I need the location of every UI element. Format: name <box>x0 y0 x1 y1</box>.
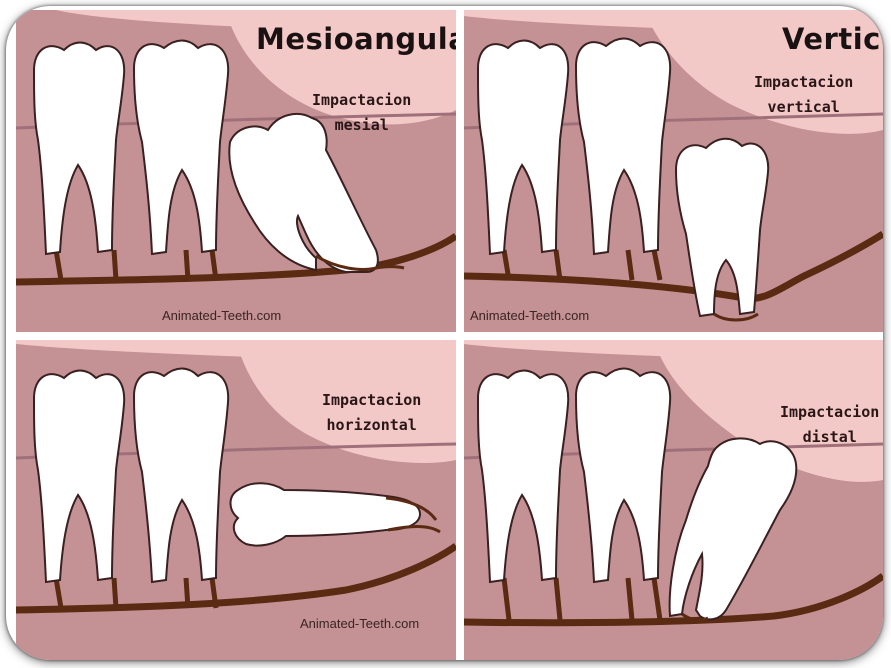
watermark: Animated-Teeth.com <box>300 616 419 631</box>
impaction-label-distal: Impactacion distal <box>780 400 879 450</box>
impaction-label-vertical: Impactacion vertical <box>754 70 853 120</box>
figure-frame: Mesioangular Impactacion mesial Animated… <box>6 6 883 660</box>
panel-title-vertical: Vertic <box>782 22 881 56</box>
impaction-label-line-2: horizontal <box>322 413 421 438</box>
panel-vertical: Vertic Impactacion vertical Animated-Tee… <box>464 10 883 332</box>
panel-distal: Impactacion distal <box>464 340 883 660</box>
impaction-label-horizontal: Impactacion horizontal <box>322 388 421 438</box>
panel-mesioangular-drawing <box>16 10 456 332</box>
panel-horizontal: Impactacion horizontal Animated-Teeth.co… <box>16 340 456 660</box>
panel-title-mesioangular: Mesioangular <box>256 22 456 56</box>
impaction-label-line-1: Impactacion <box>312 88 411 113</box>
panel-vertical-drawing <box>464 10 883 332</box>
impaction-label-line-1: Impactacion <box>322 388 421 413</box>
panel-mesioangular: Mesioangular Impactacion mesial Animated… <box>16 10 456 332</box>
impaction-label-line-2: vertical <box>754 95 853 120</box>
impaction-label-mesial: Impactacion mesial <box>312 88 411 138</box>
impaction-label-line-1: Impactacion <box>780 400 879 425</box>
impaction-label-line-2: mesial <box>312 113 411 138</box>
impaction-label-line-1: Impactacion <box>754 70 853 95</box>
panel-distal-drawing <box>464 340 883 660</box>
impaction-label-line-2: distal <box>780 425 879 450</box>
watermark: Animated-Teeth.com <box>162 308 281 323</box>
watermark: Animated-Teeth.com <box>470 308 589 323</box>
